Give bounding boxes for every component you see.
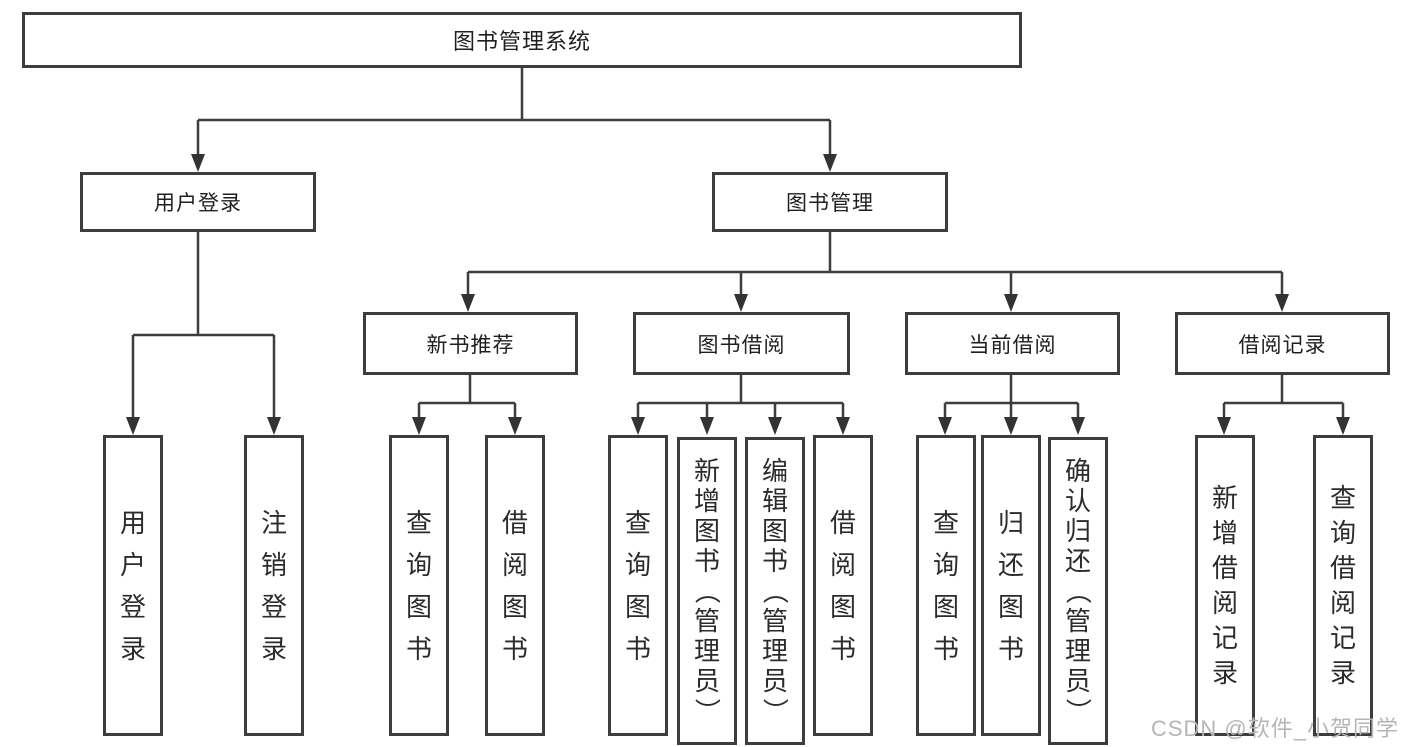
node-borrowing-records: 借阅记录 [1175, 312, 1390, 375]
leaf-borrow-books: 借阅图书 [813, 435, 873, 736]
leaf-query-books-current: 查询图书 [916, 435, 976, 736]
node-book-management: 图书管理 [712, 172, 948, 232]
csdn-watermark: CSDN @软件_小贺同学 [1150, 716, 1399, 741]
leaf-return-books: 归还图书 [981, 435, 1041, 736]
node-book-borrowing: 图书借阅 [633, 312, 850, 375]
node-user-login: 用户登录 [80, 172, 316, 232]
leaf-edit-books-admin: 编辑图书（管理员） [745, 437, 805, 745]
leaf-add-books-admin: 新增图书（管理员） [677, 437, 737, 745]
leaf-confirm-return-admin: 确认归还（管理员） [1048, 437, 1108, 745]
leaf-add-borrow-record: 新增借阅记录 [1195, 435, 1255, 736]
leaf-query-borrow-record: 查询借阅记录 [1313, 435, 1373, 736]
node-library-management-system: 图书管理系统 [22, 12, 1022, 68]
node-current-borrowing: 当前借阅 [905, 312, 1120, 375]
leaf-borrow-books-recommend: 借阅图书 [485, 435, 545, 736]
leaf-query-books-recommend: 查询图书 [389, 435, 449, 736]
leaf-user-login: 用户登录 [103, 435, 163, 736]
leaf-logout: 注销登录 [244, 435, 304, 736]
leaf-query-books-borrowing: 查询图书 [608, 435, 668, 736]
node-new-book-recommendation: 新书推荐 [363, 312, 578, 375]
